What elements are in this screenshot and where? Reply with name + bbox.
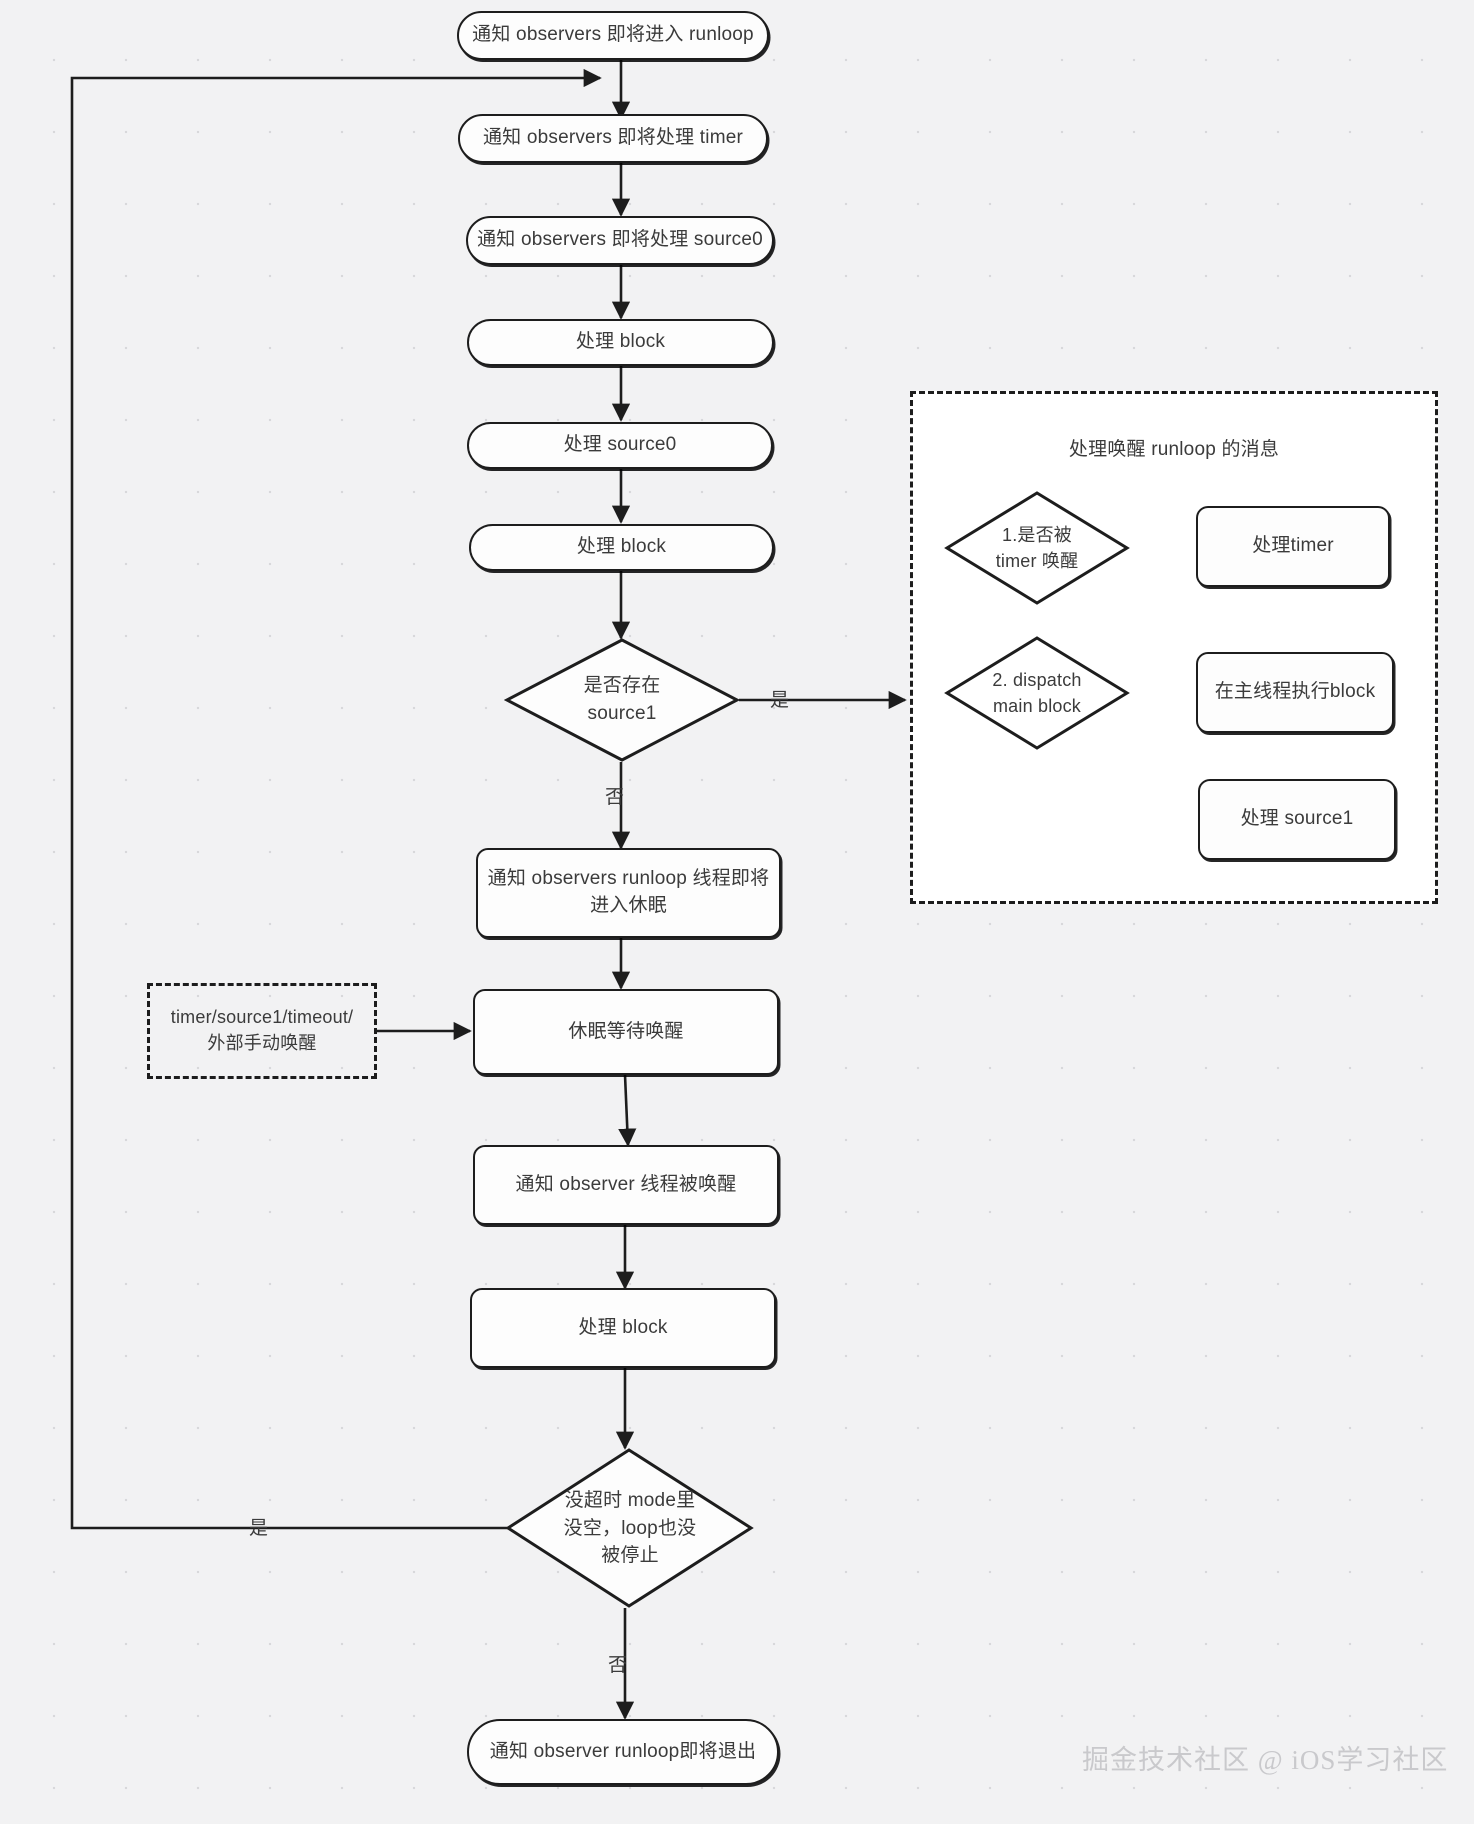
decision-text: 没超时 mode里 没空，loop也没 被停止 [563,1490,697,1567]
node-label: 通知 observers 即将处理 source0 [477,229,763,251]
node-label: 通知 observers 即将进入 runloop [472,24,754,46]
node-label: 处理 block [578,1316,668,1338]
node-label: 处理timer [1252,535,1334,557]
decision-loop-continue[interactable]: 没超时 mode里 没空，loop也没 被停止 [505,1447,755,1610]
decision-label: 2. dispatch main block [944,635,1130,751]
node-notify-will-handle-source0[interactable]: 通知 observers 即将处理 source0 [466,216,774,265]
node-handle-block-2[interactable]: 处理 block [469,524,774,571]
edge-label-text: 是 [249,1518,269,1539]
group-title-text: 处理唤醒 runloop 的消息 [1068,439,1280,460]
decision-label: 1.是否被 timer 唤醒 [944,490,1130,606]
node-handle-block-1[interactable]: 处理 block [467,319,774,366]
edge-label-text: 否 [608,1655,628,1676]
edge-label-text: 是 [770,690,790,711]
node-handle-timer[interactable]: 处理timer [1196,506,1390,587]
group-title: 处理唤醒 runloop 的消息 [913,434,1435,461]
edge-label-no-source1: 否 [605,782,624,809]
node-notify-thread-awake[interactable]: 通知 observer 线程被唤醒 [473,1145,779,1225]
node-handle-source1[interactable]: 处理 source1 [1198,779,1396,860]
node-notify-entering-runloop[interactable]: 通知 observers 即将进入 runloop [457,11,769,60]
watermark-text: 掘金技术社区 @ iOS学习社区 [1082,1745,1449,1775]
node-label: 处理 source1 [1240,808,1354,830]
edge-label-no-loop: 否 [608,1650,627,1677]
decision-text: 2. dispatch main block [992,669,1082,716]
node-label: 通知 observer 线程被唤醒 [515,1173,737,1195]
node-handle-source0[interactable]: 处理 source0 [467,422,773,469]
node-notify-runloop-exit[interactable]: 通知 observer runloop即将退出 [467,1719,779,1785]
node-label: 休眠等待唤醒 [568,1020,684,1042]
node-label: 处理 source0 [563,434,677,456]
decision-text: 是否存在 source1 [583,675,661,724]
decision-label: 是否存在 source1 [504,637,740,763]
node-label: timer/source1/timeout/ 外部手动唤醒 [170,1007,354,1053]
decision-dispatch-main-block[interactable]: 2. dispatch main block [944,635,1130,751]
node-handle-block-3[interactable]: 处理 block [470,1288,776,1368]
edge-label-yes-source1: 是 [770,685,789,712]
node-label: 通知 observers runloop 线程即将 进入休眠 [487,868,770,916]
decision-text: 1.是否被 timer 唤醒 [995,524,1079,571]
node-notify-will-handle-timer[interactable]: 通知 observers 即将处理 timer [458,114,768,163]
node-label: 在主线程执行block [1214,681,1376,703]
watermark: 掘金技术社区 @ iOS学习社区 [1082,1738,1448,1777]
node-exec-block-main-thread[interactable]: 在主线程执行block [1196,652,1394,733]
node-label: 通知 observer runloop即将退出 [489,1740,757,1762]
node-wake-sources[interactable]: timer/source1/timeout/ 外部手动唤醒 [147,983,377,1079]
node-sleep-wait-wake[interactable]: 休眠等待唤醒 [473,989,779,1075]
edge-label-yes-loop: 是 [249,1513,268,1540]
node-notify-will-sleep[interactable]: 通知 observers runloop 线程即将 进入休眠 [476,848,781,938]
node-label: 通知 observers 即将处理 timer [482,127,744,149]
edge-label-text: 否 [605,787,625,808]
node-label: 处理 block [575,331,666,353]
node-label: 处理 block [576,536,667,558]
decision-has-source1[interactable]: 是否存在 source1 [504,637,740,763]
decision-label: 没超时 mode里 没空，loop也没 被停止 [505,1447,755,1610]
decision-woken-by-timer[interactable]: 1.是否被 timer 唤醒 [944,490,1130,606]
